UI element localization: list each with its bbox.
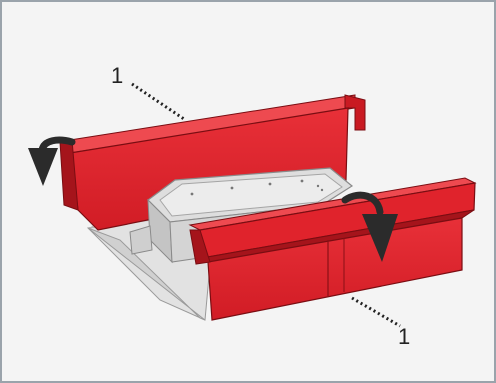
callout-label-top: 1 bbox=[111, 63, 123, 88]
callout-label-bottom: 1 bbox=[398, 324, 410, 349]
